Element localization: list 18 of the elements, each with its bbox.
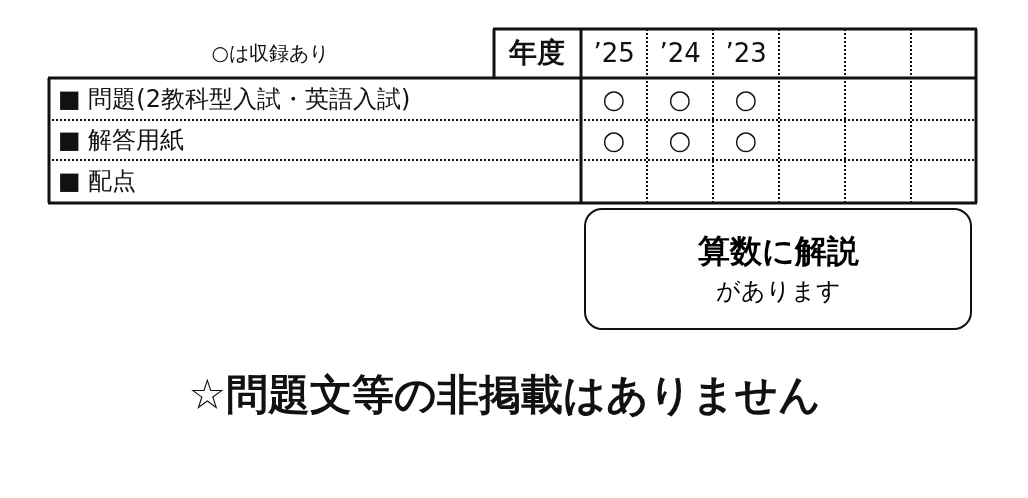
header-text: 年度 (509, 39, 565, 67)
year-label: ’23 (725, 40, 767, 66)
year-label: ’25 (593, 40, 635, 66)
row-label: ■ 問題(2教科型入試・英語入試) (58, 87, 411, 111)
row-label: ■ 解答用紙 (58, 128, 185, 152)
callout-heading: 算数に解説 (697, 235, 859, 267)
check-mark: ○ (668, 127, 692, 153)
check-mark: ○ (734, 127, 758, 153)
callout-text: があります (715, 279, 841, 303)
check-mark: ○ (668, 86, 692, 112)
legend-note: ○は収録あり (211, 43, 329, 63)
note-text: ☆問題文等の非掲載はありません (188, 374, 822, 416)
check-mark: ○ (602, 127, 626, 153)
check-mark: ○ (734, 86, 758, 112)
check-mark: ○ (602, 86, 626, 112)
callout-box (584, 208, 972, 330)
year-label: ’24 (659, 40, 701, 66)
row-label: ■ 配点 (58, 169, 137, 193)
